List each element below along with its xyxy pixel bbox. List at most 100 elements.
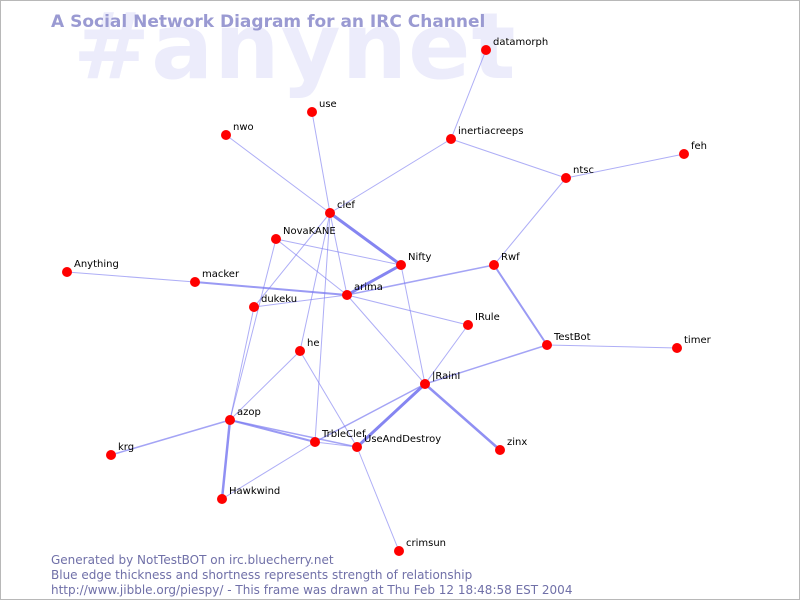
edge-iraini-zinx — [423, 382, 502, 452]
node-dot-timer — [672, 343, 682, 353]
edge-ntsc-rwf — [493, 177, 567, 266]
node-dot-novakane — [271, 234, 281, 244]
node-label-clef: clef — [337, 200, 355, 211]
node-crimsun: crimsun — [394, 538, 446, 556]
node-he: he — [295, 338, 320, 356]
node-trbleclef: TrbleClef — [310, 429, 366, 447]
node-dot-useanddestroy — [352, 442, 362, 452]
node-arima: arima — [342, 282, 383, 300]
node-label-nifty: Nifty — [408, 252, 432, 263]
node-krg: krg — [106, 442, 134, 460]
node-anything: Anything — [62, 259, 119, 277]
edge-arima-iraini — [346, 294, 426, 385]
footer-generated-by: Generated by NotTestBOT on irc.bluecherr… — [51, 553, 334, 567]
node-novakane: NovaKANE — [271, 226, 336, 244]
node-useanddestroy: UseAndDestroy — [352, 434, 441, 452]
node-label-ntsc: ntsc — [573, 165, 594, 176]
node-dot-crimsun — [394, 546, 404, 556]
edge-nifty-iraini — [400, 264, 426, 385]
node-rwf: Rwf — [489, 252, 520, 270]
edge-nwo-clef — [225, 134, 331, 214]
edge-rwf-arima — [346, 264, 495, 296]
node-zinx: zinx — [495, 437, 527, 455]
edge-clef-dukeku — [253, 212, 331, 308]
node-timer: timer — [672, 335, 712, 353]
edge-ntsc-feh — [565, 153, 685, 179]
node-label-dukeku: dukeku — [261, 294, 297, 305]
edge-anything-macker — [66, 271, 196, 283]
edge-use-clef — [311, 111, 331, 214]
footer-url-timestamp: http://www.jibble.org/piespy/ - This fra… — [51, 583, 573, 597]
edge-he-azop — [229, 350, 301, 421]
node-label-irule: IRule — [475, 312, 500, 323]
node-dot-testbot — [542, 340, 552, 350]
node-layer: datamorph use nwo inertiacreeps feh ntsc clefN… — [62, 37, 712, 556]
node-dot-he — [295, 346, 305, 356]
node-label-azop: azop — [237, 407, 261, 418]
node-dot-irule — [463, 320, 473, 330]
node-clef: clef — [325, 200, 355, 218]
node-label-he: he — [307, 338, 320, 349]
node-label-testbot: TestBot — [553, 332, 591, 343]
node-label-crimsun: crimsun — [406, 538, 446, 549]
node-inertiacreeps: inertiacreeps — [446, 126, 523, 144]
node-label-rwf: Rwf — [501, 252, 520, 263]
node-dot-datamorph — [481, 45, 491, 55]
node-use: use — [307, 99, 337, 117]
node-label-use: use — [319, 99, 337, 110]
node-label-feh: feh — [691, 141, 707, 152]
node-label-nwo: nwo — [233, 122, 254, 133]
edge-novakane-arima — [275, 238, 348, 296]
node-label-anything: Anything — [74, 259, 119, 270]
node-label-macker: macker — [202, 269, 240, 280]
edge-trbleclef-hawkwind — [221, 441, 316, 500]
node-dot-rwf — [489, 260, 499, 270]
node-feh: feh — [679, 141, 707, 159]
node-label-arima: arima — [354, 282, 383, 293]
node-dot-ntsc — [561, 173, 571, 183]
edge-macker-arima — [194, 281, 348, 296]
edge-nifty-arima — [345, 263, 403, 297]
node-testbot: TestBot — [542, 332, 591, 350]
edge-trbleclef-useanddestroy — [314, 441, 358, 448]
edge-clef-he — [299, 212, 331, 352]
edge-arima-irule — [346, 294, 469, 326]
node-ntsc: ntsc — [561, 165, 594, 183]
node-label-novakane: NovaKANE — [283, 226, 336, 237]
footer: Generated by NotTestBOT on irc.bluecherr… — [51, 553, 572, 598]
node-dot-macker — [190, 277, 200, 287]
node-label-trbleclef: TrbleClef — [321, 429, 366, 440]
edge-dukeku-azop — [229, 306, 255, 421]
edge-inertiacreeps-ntsc — [450, 138, 567, 179]
edge-layer — [66, 49, 685, 552]
edge-azop-useanddestroy — [229, 419, 358, 448]
edge-iraini-trbleclef — [314, 383, 426, 443]
node-label-timer: timer — [684, 335, 712, 346]
edge-rwf-testbot — [493, 264, 548, 346]
node-label-inertiacreeps: inertiacreeps — [458, 126, 523, 137]
edge-datamorph-inertiacreeps — [450, 49, 487, 140]
node-label-useanddestroy: UseAndDestroy — [364, 434, 441, 445]
node-hawkwind: Hawkwind — [217, 486, 280, 504]
node-nwo: nwo — [221, 122, 254, 140]
node-nifty: Nifty — [396, 252, 432, 270]
node-irule: IRule — [463, 312, 500, 330]
node-macker: macker — [190, 269, 240, 287]
edge-clef-nifty — [328, 211, 403, 267]
edge-clef-arima — [329, 212, 348, 296]
node-dot-clef — [325, 208, 335, 218]
node-dot-anything — [62, 267, 72, 277]
node-datamorph: datamorph — [481, 37, 548, 55]
footer-legend-note: Blue edge thickness and shortness repres… — [51, 568, 473, 582]
node-dot-inertiacreeps — [446, 134, 456, 144]
node-dukeku: dukeku — [249, 294, 297, 312]
channel-watermark: #anynet — [73, 0, 517, 100]
node-label-zinx: zinx — [507, 437, 527, 448]
diagram-title: A Social Network Diagram for an IRC Chan… — [51, 12, 486, 32]
node-dot-krg — [106, 450, 116, 460]
node-dot-trbleclef — [310, 437, 320, 447]
edge-inertiacreeps-clef — [329, 138, 452, 214]
node-iraini: |RainI — [420, 371, 460, 389]
edge-novakane-azop — [229, 238, 277, 421]
